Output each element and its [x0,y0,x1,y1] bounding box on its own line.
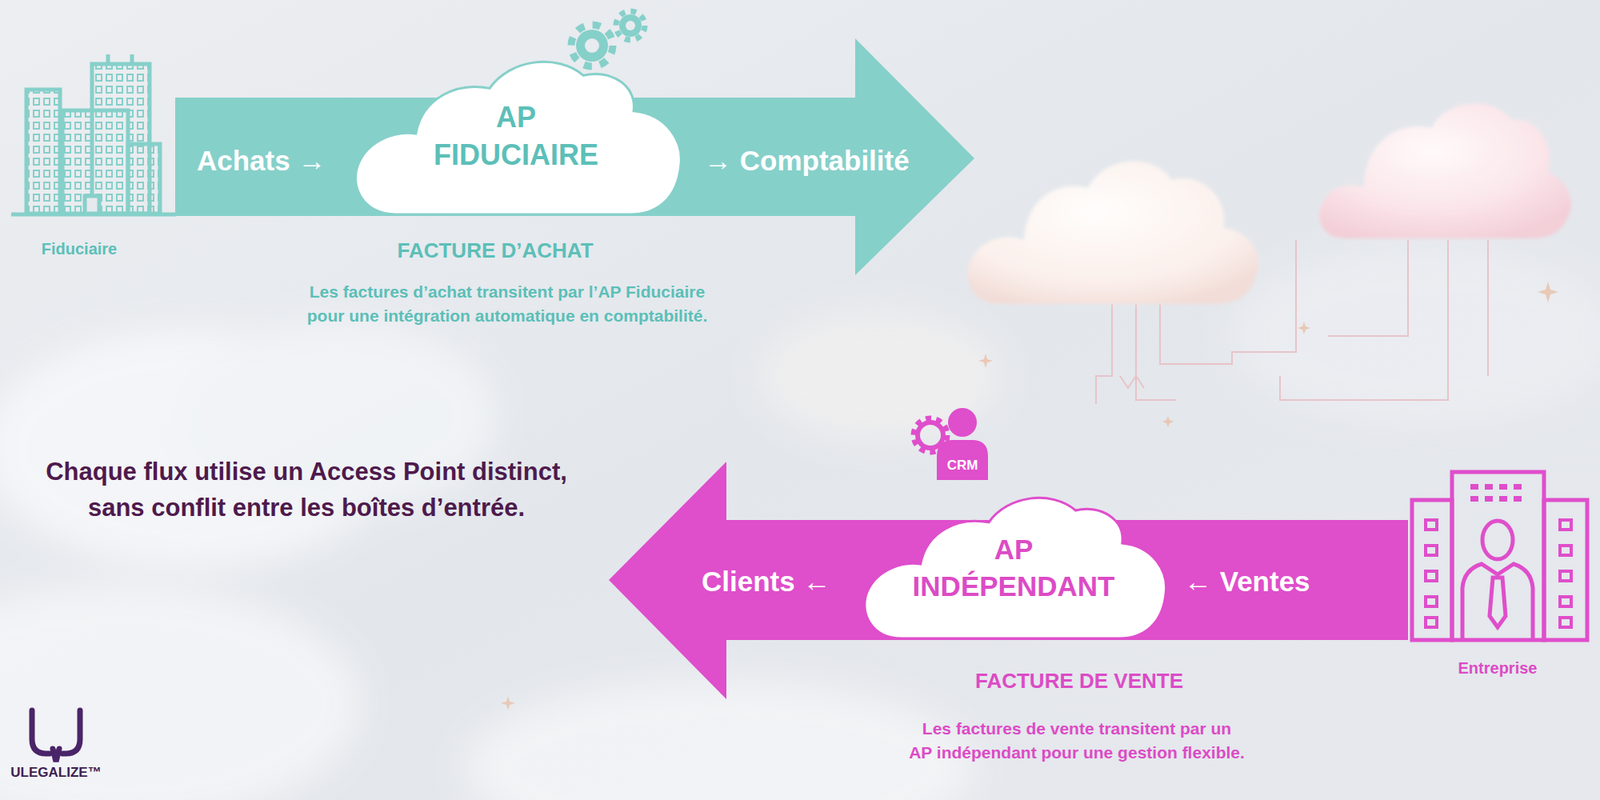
building-wing [1412,500,1452,640]
access-point-name: AP INDÉPENDANT [912,531,1116,604]
building [62,110,128,214]
flow-target-label: → Comptabilité [704,142,910,180]
antenna [106,54,111,64]
key-message: Chaque flux utilise un Access Point dist… [30,454,583,527]
access-point-cloud: AP FIDUCIAIRE [347,51,686,216]
flow-source-label: ← Ventes [1184,563,1311,600]
building [128,144,160,214]
crm-label: CRM [947,456,979,475]
flow-title: FACTURE DE VENTE [975,666,1184,697]
cloud-outline [356,61,682,215]
person-head [948,408,977,437]
sparkles [500,281,1559,711]
arrow-band [608,461,1408,700]
sales-flow-arrow: Clients ← ← Ventes AP INDÉPENDANT [608,461,1408,700]
soft-clouds [0,248,1600,800]
person-body [1462,564,1533,640]
ulegalize-logo-mark [32,710,80,762]
building-tower [1452,472,1544,640]
cream-cloud [967,161,1259,304]
cloud-outline [864,497,1167,639]
person-body [936,440,988,480]
access-point-cloud: AP INDÉPENDANT [856,488,1171,640]
company-building-icon [1412,472,1588,640]
flow-target-label: Clients ← [701,563,831,600]
pink-cloud [1319,103,1572,239]
building [26,89,60,214]
flow-description: Les factures de vente transitent par un … [788,716,1365,766]
building-wing [1544,500,1588,640]
gears-icon [571,11,645,67]
brand-name: ULEGALIZE™ [10,763,101,784]
person-tie [1489,577,1506,628]
fiduciary-building-icon [11,54,176,215]
windows [1470,484,1522,502]
arrow-band [175,38,975,276]
crm-icon: CRM [911,406,990,480]
ground-line [11,212,176,217]
actor-label: Entreprise [1458,656,1538,680]
access-point-name: AP FIDUCIAIRE [433,99,599,175]
flow-title: FACTURE D’ACHAT [396,236,593,267]
actor-label: Fiduciaire [41,237,117,261]
antenna [130,54,135,64]
door [84,196,100,214]
person-head [1482,520,1513,560]
pink-clouds [967,103,1572,304]
flow-description: Les factures d’achat transitent par l’AP… [219,280,796,329]
flow-source-label: Achats → [196,142,326,180]
